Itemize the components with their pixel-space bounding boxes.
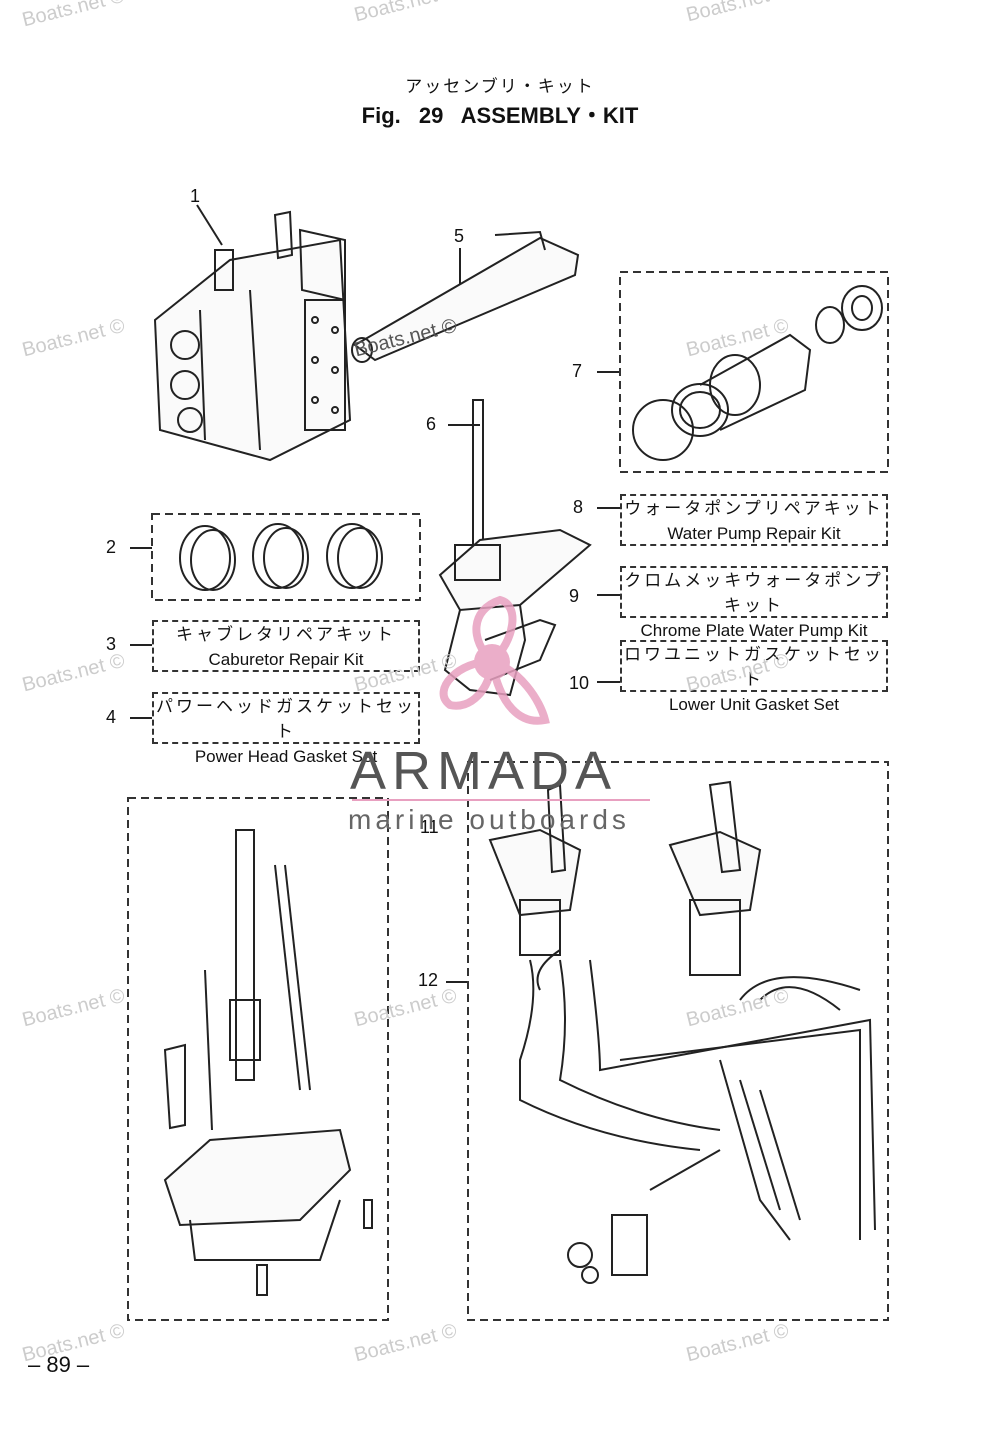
callout-8: 8 <box>573 497 584 517</box>
kit-9-en: Chrome Plate Water Pump Kit <box>640 621 868 640</box>
callout-5: 5 <box>454 226 465 246</box>
armada-logo-name: ARMADA <box>350 741 618 801</box>
page-number: – 89 – <box>28 1352 90 1377</box>
kit-box-3: キャブレタリペアキット Caburetor Repair Kit <box>152 620 420 672</box>
callout-10: 10 <box>569 673 590 693</box>
kit-box-8: ウォータポンプリペアキット Water Pump Repair Kit <box>620 494 888 546</box>
callout-1: 1 <box>190 186 201 206</box>
remote-control-illustration <box>488 780 876 1284</box>
callout-7: 7 <box>572 361 583 381</box>
callout-6: 6 <box>426 414 437 434</box>
callout-4: 4 <box>106 707 117 727</box>
kit-box-9: クロムメッキウォータポンプキット Chrome Plate Water Pump… <box>620 566 888 640</box>
kit-8-en: Water Pump Repair Kit <box>667 524 841 543</box>
drive-shaft-housing-illustration <box>351 230 580 363</box>
carburetor-rings-illustration <box>179 523 383 591</box>
water-pump-illustration <box>632 285 883 461</box>
kit-box-4: パワーヘッドガスケットセット Power Head Gasket Set <box>152 692 420 766</box>
figure-title: Fig. 29 ASSEMBLY・KIT <box>361 103 639 128</box>
kit-4-en: Power Head Gasket Set <box>194 747 378 766</box>
kit-8-jp: ウォータポンプリペアキット <box>624 499 884 518</box>
figure-title-jp: アッセンブリ・キット <box>405 77 595 96</box>
kit-3-jp: キャブレタリペアキット <box>176 625 396 644</box>
kit-box-10: ロワユニットガスケットセット Lower Unit Gasket Set <box>620 640 888 714</box>
armada-propeller-logo <box>439 595 550 725</box>
callout-3: 3 <box>106 634 117 654</box>
kit-10-jp: ロワユニットガスケットセット <box>624 645 884 689</box>
kit-3-en: Caburetor Repair Kit <box>208 650 364 669</box>
callout-9: 9 <box>569 586 580 606</box>
armada-logo-tagline: marine outboards <box>348 804 630 835</box>
callout-11: 11 <box>420 817 439 837</box>
kit-4-jp: パワーヘッドガスケットセット <box>156 697 416 741</box>
kit-9-jp: クロムメッキウォータポンプキット <box>624 571 884 615</box>
callout-2: 2 <box>106 537 117 557</box>
callout-12: 12 <box>418 970 439 990</box>
drive-shaft-kit-illustration <box>163 829 373 1296</box>
lower-unit-illustration <box>438 399 592 697</box>
kit-10-en: Lower Unit Gasket Set <box>668 695 840 714</box>
power-head-illustration <box>153 210 352 462</box>
